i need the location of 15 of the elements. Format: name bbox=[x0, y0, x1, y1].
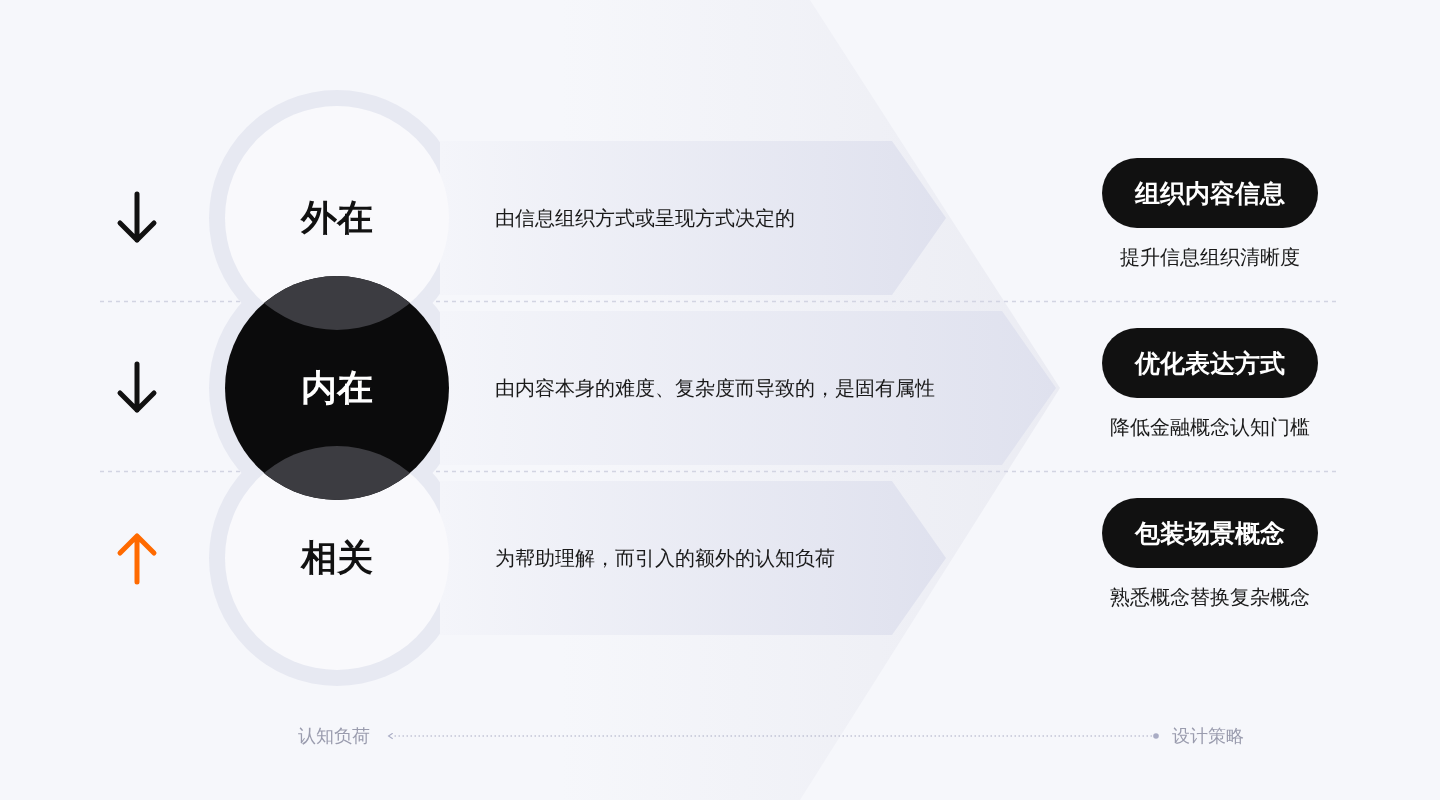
strategy-pill: 包装场景概念 bbox=[1102, 498, 1318, 568]
description-text: 为帮助理解，而引入的额外的认知负荷 bbox=[495, 544, 835, 572]
category-label: 内在 bbox=[300, 365, 374, 410]
strategy-pill: 组织内容信息 bbox=[1102, 158, 1318, 228]
description-text: 由内容本身的难度、复杂度而导致的，是固有属性 bbox=[495, 374, 935, 402]
strategy-caption: 提升信息组织清晰度 bbox=[1119, 244, 1301, 271]
category-label: 相关 bbox=[299, 535, 374, 580]
dotted-arrow bbox=[388, 732, 1159, 740]
axis-label: 设计策略 bbox=[1172, 724, 1244, 748]
strategy-caption: 熟悉概念替换复杂概念 bbox=[1109, 584, 1311, 611]
description-text: 由信息组织方式或呈现方式决定的 bbox=[495, 204, 795, 232]
strategy-caption: 降低金融概念认知门槛 bbox=[1109, 414, 1311, 441]
strategy-pill: 优化表达方式 bbox=[1102, 328, 1318, 398]
category-label: 外在 bbox=[299, 195, 374, 240]
axis-label: 认知负荷 bbox=[298, 724, 370, 748]
